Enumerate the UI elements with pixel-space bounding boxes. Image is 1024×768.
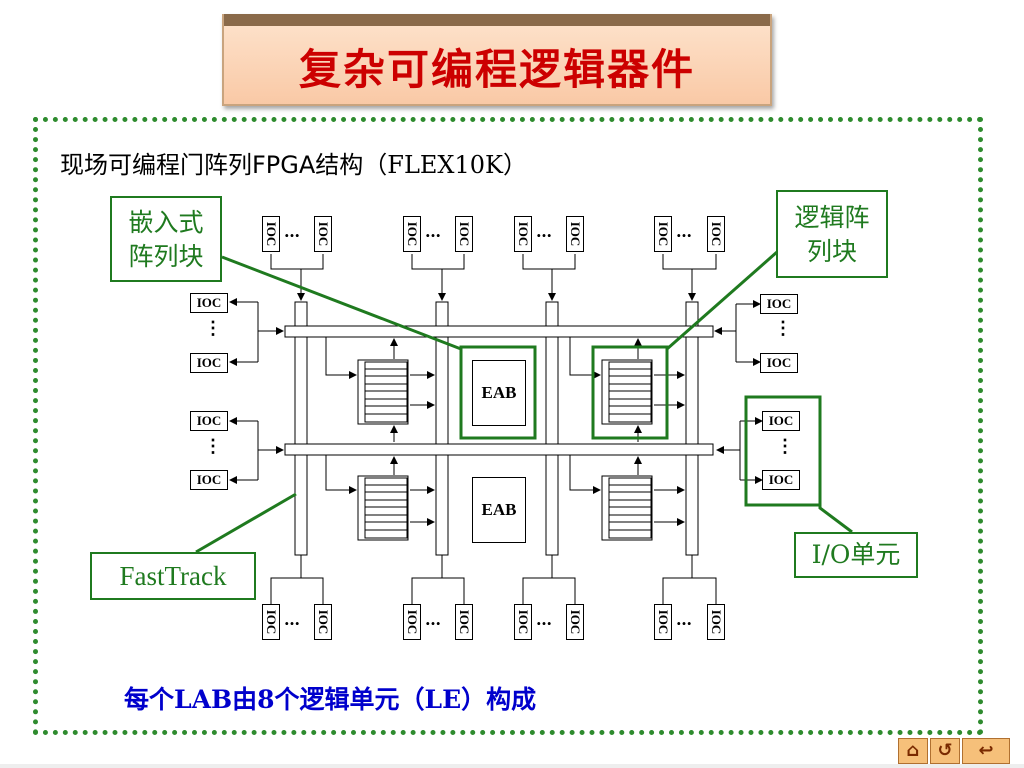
bottom-ioc-links — [270, 555, 717, 604]
lab-blocks — [325, 337, 685, 541]
callout-io-unit: I/O单元 — [794, 532, 918, 578]
callout-eab-line2: 阵列块 — [128, 242, 204, 271]
subtitle-fpga: FPGA — [252, 151, 316, 179]
ellipsis: … — [425, 222, 441, 241]
ioc-right: IOC — [760, 294, 798, 314]
highlight-boxes — [459, 345, 822, 507]
back-icon: ↩ — [978, 740, 994, 761]
page-title: 复杂可编程逻辑器件 — [298, 45, 695, 94]
callout-fasttrack: FastTrack — [90, 552, 256, 600]
content-frame — [33, 117, 983, 735]
ioc-left: IOC — [190, 411, 228, 431]
ioc-left: IOC — [190, 353, 228, 373]
subtitle-cn: 现场可编程门阵列 — [60, 151, 252, 179]
ioc-top: IOC — [654, 216, 672, 252]
ellipsis: … — [536, 610, 552, 629]
eab-block: EAB — [472, 477, 526, 543]
subtitle-tail: 结构（FLEX10K） — [315, 151, 527, 179]
title-banner: 复杂可编程逻辑器件 — [222, 14, 772, 106]
ellipsis: … — [425, 610, 441, 629]
left-ioc-links — [229, 298, 284, 484]
ioc-top: IOC — [566, 216, 584, 252]
ioc-right: IOC — [760, 353, 798, 373]
ioc-top: IOC — [262, 216, 280, 252]
ioc-bottom: IOC — [262, 604, 280, 640]
diagram-subtitle: 现场可编程门阵列FPGA结构（FLEX10K） — [60, 145, 527, 180]
ioc-top: IOC — [403, 216, 421, 252]
eab-block: EAB — [472, 360, 526, 426]
ioc-bottom: IOC — [654, 604, 672, 640]
vertical-fasttrack-channels — [294, 301, 699, 556]
callout-lab-line1: 逻辑阵 — [794, 203, 870, 232]
top-ioc-links — [270, 254, 717, 301]
callout-logic-array-block: 逻辑阵 列块 — [776, 190, 888, 278]
vertical-ellipsis: ⋮ — [204, 318, 222, 339]
lab-block — [569, 455, 685, 541]
ioc-bottom: IOC — [455, 604, 473, 640]
ioc-left: IOC — [190, 293, 228, 313]
back-button[interactable]: ↩ — [962, 738, 1010, 764]
bottom-band — [0, 764, 1024, 768]
horizontal-fasttrack-channels — [284, 325, 714, 456]
lab-block — [325, 337, 435, 442]
ioc-bottom: IOC — [403, 604, 421, 640]
ellipsis: … — [284, 610, 300, 629]
callout-eab-line1: 嵌入式 — [128, 208, 204, 237]
footer-note: 每个LAB由8个逻辑单元（LE）构成 — [124, 685, 537, 714]
ioc-bottom: IOC — [314, 604, 332, 640]
lab-block — [569, 337, 685, 442]
lab-block — [325, 455, 435, 541]
ellipsis: … — [676, 222, 692, 241]
ioc-bottom: IOC — [707, 604, 725, 640]
ioc-top: IOC — [455, 216, 473, 252]
home-icon: ⌂ — [906, 740, 920, 761]
vertical-ellipsis: ⋮ — [774, 318, 792, 339]
right-ioc-links — [714, 300, 763, 484]
callout-leaders — [195, 250, 853, 554]
ioc-right: IOC — [762, 411, 800, 431]
vertical-ellipsis: ⋮ — [204, 436, 222, 457]
return-button[interactable]: ↺ — [930, 738, 960, 764]
ioc-top: IOC — [314, 216, 332, 252]
ioc-top: IOC — [707, 216, 725, 252]
ioc-left: IOC — [190, 470, 228, 490]
home-button[interactable]: ⌂ — [898, 738, 928, 764]
vertical-ellipsis: ⋮ — [776, 436, 794, 457]
ellipsis: … — [536, 222, 552, 241]
return-icon: ↺ — [937, 740, 953, 761]
callout-embedded-array-block: 嵌入式 阵列块 — [110, 196, 222, 282]
ellipsis: … — [676, 610, 692, 629]
ellipsis: … — [284, 222, 300, 241]
ioc-bottom: IOC — [566, 604, 584, 640]
ioc-top: IOC — [514, 216, 532, 252]
callout-lab-line2: 列块 — [806, 237, 857, 266]
ioc-bottom: IOC — [514, 604, 532, 640]
ioc-right: IOC — [762, 470, 800, 490]
